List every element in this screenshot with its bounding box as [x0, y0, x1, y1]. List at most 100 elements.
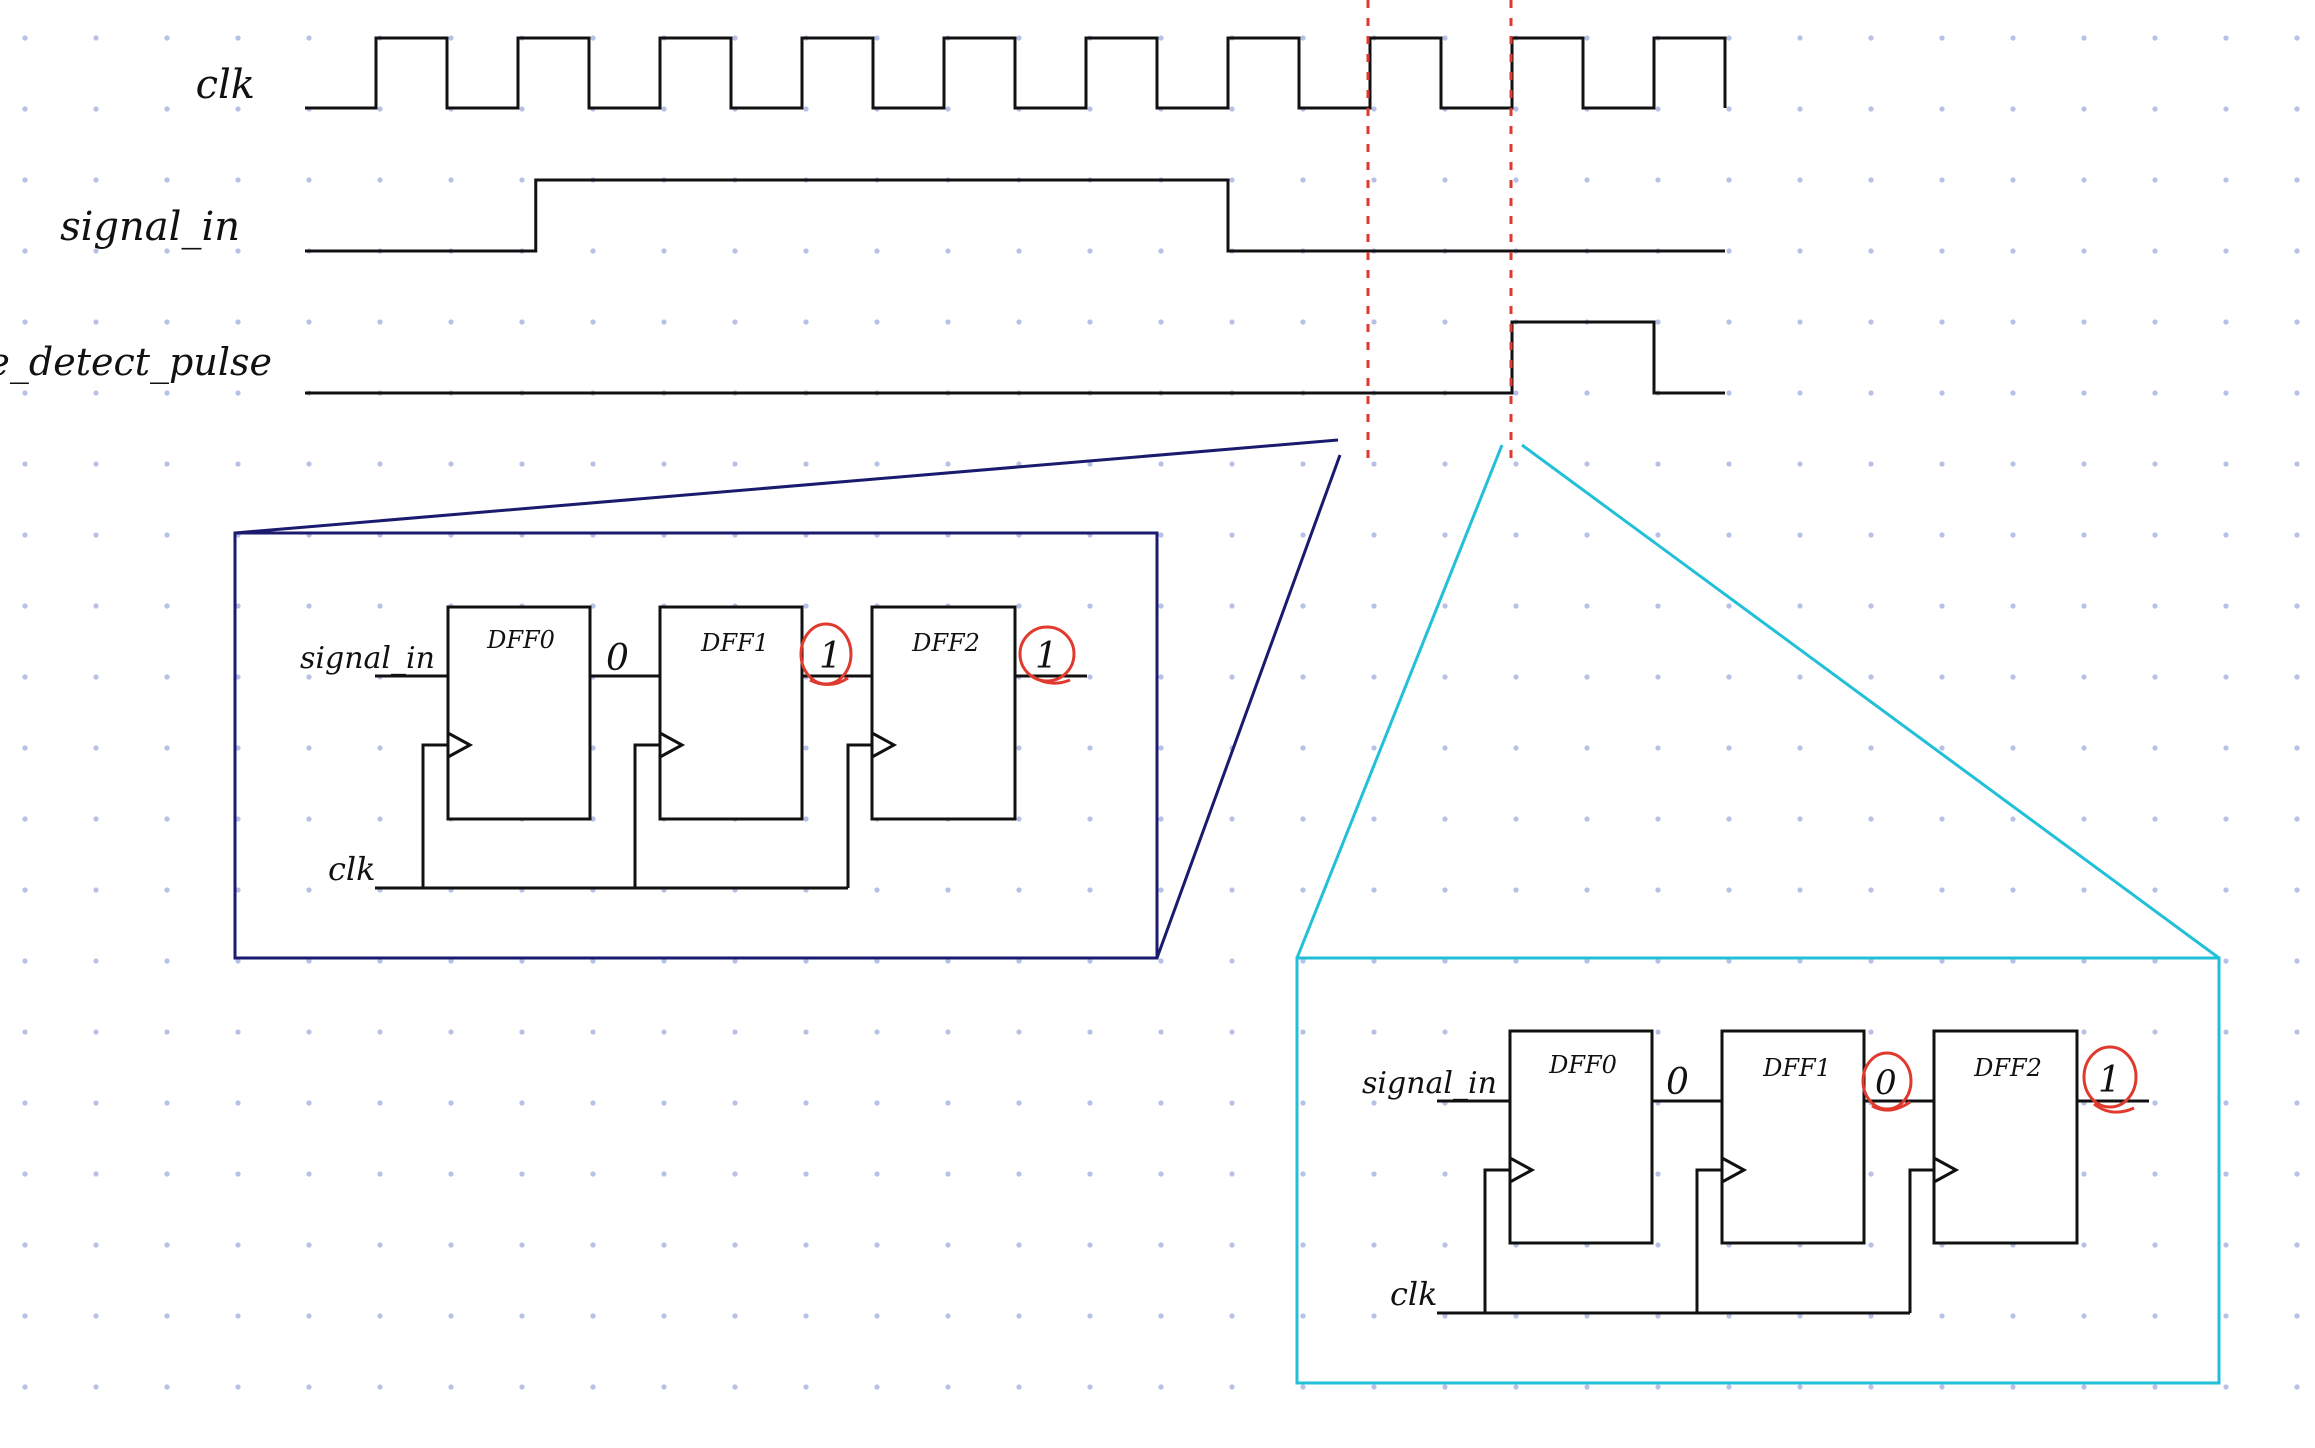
grid-dot	[1371, 1171, 1377, 1177]
grid-dot	[377, 1029, 383, 1035]
grid-dot	[590, 816, 596, 822]
grid-dot	[945, 1100, 951, 1106]
zoom-panel-left: signal_in clk DFF0 DFF1 DFF2 0 1 1	[233, 531, 1159, 960]
grid-dot	[235, 106, 241, 112]
grid-dot	[1868, 35, 1874, 41]
grid-dot	[590, 1100, 596, 1106]
grid-dot	[1442, 1171, 1448, 1177]
grid-dot	[1797, 1313, 1803, 1319]
grid-dot	[590, 603, 596, 609]
grid-dot	[2152, 603, 2158, 609]
grid-dot	[448, 177, 454, 183]
grid-dot	[2010, 532, 2016, 538]
grid-dot	[1087, 603, 1093, 609]
grid-dot	[1371, 958, 1377, 964]
grid-dot	[2081, 603, 2087, 609]
grid-dot	[2081, 745, 2087, 751]
grid-dot	[1797, 745, 1803, 751]
grid-dot	[2294, 177, 2300, 183]
grid-dot	[1300, 1313, 1306, 1319]
grid-dot	[1797, 603, 1803, 609]
grid-dot	[93, 1384, 99, 1390]
grid-dot	[2223, 35, 2229, 41]
grid-dot	[2223, 745, 2229, 751]
grid-dot	[1300, 674, 1306, 680]
grid-dot	[2294, 1313, 2300, 1319]
grid-dot	[235, 745, 241, 751]
grid-dot	[448, 35, 454, 41]
panel-right-dff2	[1932, 1029, 2079, 1245]
grid-dot	[1726, 461, 1732, 467]
grid-dot	[1229, 887, 1235, 893]
grid-dot	[164, 532, 170, 538]
grid-dot	[519, 1242, 525, 1248]
grid-dot	[2010, 35, 2016, 41]
grid-dot	[448, 958, 454, 964]
grid-dot	[22, 319, 28, 325]
grid-dot	[803, 248, 809, 254]
grid-dot	[1016, 1313, 1022, 1319]
grid-dot	[945, 1242, 951, 1248]
grid-dot	[2152, 1171, 2158, 1177]
grid-dot	[2081, 177, 2087, 183]
grid-dot	[661, 461, 667, 467]
grid-dot	[22, 390, 28, 396]
grid-dot	[874, 319, 880, 325]
grid-dot	[2223, 532, 2229, 538]
grid-dot	[235, 958, 241, 964]
grid-dot	[1655, 1242, 1661, 1248]
grid-dot	[1726, 745, 1732, 751]
grid-dot	[1584, 674, 1590, 680]
grid-dot	[1726, 1313, 1732, 1319]
grid-dot	[1016, 35, 1022, 41]
panel-left-dff0-label: DFF0	[486, 626, 555, 654]
grid-dot	[235, 319, 241, 325]
panel-left-dff0	[446, 605, 592, 821]
grid-dot	[2223, 390, 2229, 396]
grid-dot	[1513, 887, 1519, 893]
grid-dot	[377, 1313, 383, 1319]
grid-dot	[306, 1313, 312, 1319]
grid-dot	[2152, 1384, 2158, 1390]
grid-dot	[661, 1171, 667, 1177]
panel-right-wires	[1437, 1099, 2149, 1315]
grid-dot	[306, 319, 312, 325]
grid-dot	[2081, 35, 2087, 41]
grid-dot	[1229, 1029, 1235, 1035]
panel-right-dff1	[1720, 1029, 1866, 1245]
grid-dot	[22, 248, 28, 254]
grid-dot	[803, 1313, 809, 1319]
grid-dot	[164, 1384, 170, 1390]
grid-dot	[235, 390, 241, 396]
grid-dot	[1016, 319, 1022, 325]
grid-dot	[2223, 177, 2229, 183]
grid-dot	[2294, 674, 2300, 680]
grid-dot	[1229, 106, 1235, 112]
grid-dot	[1016, 816, 1022, 822]
grid-dot	[1442, 1384, 1448, 1390]
grid-dot	[1513, 745, 1519, 751]
grid-dot	[1939, 177, 1945, 183]
grid-dot	[1158, 1313, 1164, 1319]
panel-left-frame	[233, 531, 1159, 960]
grid-dot	[22, 532, 28, 538]
grid-dot	[874, 461, 880, 467]
grid-dot	[164, 887, 170, 893]
grid-dot	[22, 106, 28, 112]
grid-dot	[235, 1100, 241, 1106]
panel-left-clk-label: clk	[328, 850, 376, 888]
grid-dot	[22, 35, 28, 41]
grid-dot	[1300, 532, 1306, 538]
grid-dot	[2223, 461, 2229, 467]
clk-label: clk	[196, 62, 255, 108]
zoom-line-left-bottom	[1155, 454, 1342, 959]
grid-dot	[2152, 1242, 2158, 1248]
grid-dot	[2294, 603, 2300, 609]
grid-dot	[874, 1242, 880, 1248]
panel-left-dff2-output: 1	[1035, 636, 1058, 677]
grid-dot	[93, 1242, 99, 1248]
grid-dot	[2010, 390, 2016, 396]
panel-right-dff0	[1508, 1029, 1654, 1245]
panel-right-input-label: signal_in	[1362, 1066, 1497, 1101]
grid-dot	[803, 1242, 809, 1248]
